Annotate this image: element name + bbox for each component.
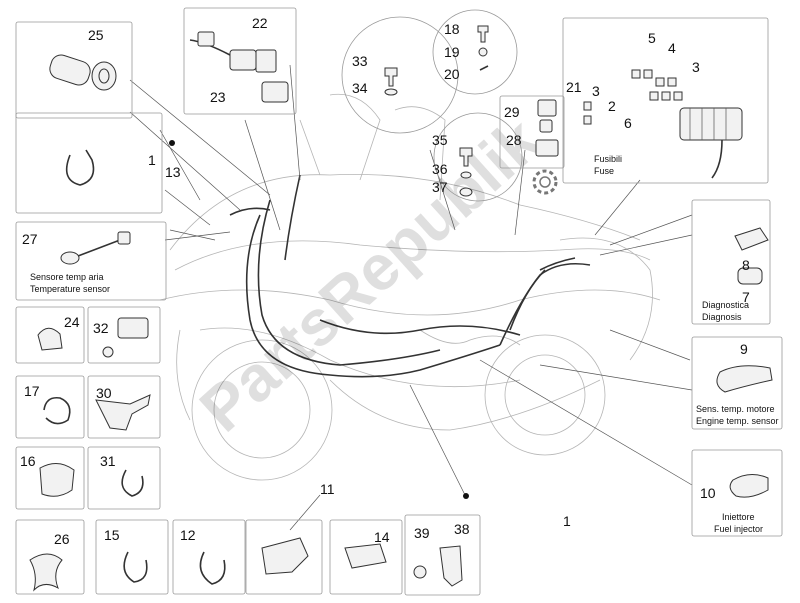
fuse-box-part	[583, 69, 743, 179]
part-number-29: 29	[504, 104, 520, 120]
part-number-27: 27	[22, 231, 38, 247]
clip-15-part	[123, 551, 148, 583]
part-number-14: 14	[374, 529, 390, 545]
part-number-33: 33	[352, 53, 368, 69]
washer-19-part	[478, 47, 488, 57]
part-number-23: 23	[210, 89, 226, 105]
diagnosis-caption-it: Diagnostica	[702, 300, 749, 310]
clip-31-part	[121, 469, 144, 497]
holder-11-part	[261, 537, 309, 575]
part-number-17: 17	[24, 383, 40, 399]
bracket-38-part	[439, 545, 463, 587]
relay-part	[261, 81, 289, 103]
part-number-13: 13	[165, 164, 181, 180]
part-number-labels: 25 22 23 1 13 27 33 34 18 19 20 35 36 37…	[20, 15, 750, 547]
engine-temp-caption-en: Engine temp. sensor	[696, 416, 779, 426]
injector-part	[729, 474, 769, 498]
air-temp-sensor-part	[60, 231, 131, 265]
part-number-19: 19	[444, 44, 460, 60]
grommet-39-part	[413, 565, 427, 579]
part-number-3a: 3	[592, 83, 600, 99]
part-number-39: 39	[414, 525, 430, 541]
frames	[15, 7, 783, 596]
clamp-24-part	[37, 327, 63, 351]
connector-part	[189, 31, 277, 73]
bullet-dot	[463, 493, 469, 499]
grommet-32-part	[102, 346, 114, 358]
part-number-9: 9	[740, 341, 748, 357]
screw-35-part	[459, 147, 473, 167]
bullet-dot	[169, 140, 175, 146]
part-number-18: 18	[444, 21, 460, 37]
part-number-38: 38	[454, 521, 470, 537]
scooter-outline	[159, 93, 661, 481]
holder-14-part	[344, 543, 387, 569]
part-number-8: 8	[742, 257, 750, 273]
part-number-2: 2	[608, 98, 616, 114]
part-number-32: 32	[93, 320, 109, 336]
air-temp-caption-it: Sensore temp aria	[30, 272, 104, 282]
part-number-35: 35	[432, 132, 448, 148]
part-drawings	[29, 25, 773, 592]
part-number-1b: 1	[563, 513, 571, 529]
part-number-7: 7	[742, 289, 750, 305]
cap-8-part	[734, 227, 769, 251]
clip-13-part	[65, 149, 95, 186]
part-number-28: 28	[506, 132, 522, 148]
leader-lines	[129, 64, 693, 531]
ignition-switch-part	[49, 54, 117, 91]
part-captions: Sensore temp aria Temperature sensor Fus…	[30, 154, 779, 534]
part-number-6: 6	[624, 115, 632, 131]
part-number-24: 24	[64, 314, 80, 330]
part-number-11: 11	[320, 481, 335, 497]
fuses-caption-it: Fusibili	[594, 154, 622, 164]
fuses-caption-en: Fuse	[594, 166, 614, 176]
screw-18-part	[477, 25, 489, 43]
bracket-30-part	[95, 394, 151, 431]
part-number-25: 25	[88, 27, 104, 43]
engine-temp-sensor-part	[716, 365, 773, 393]
part-number-3b: 3	[692, 59, 700, 75]
part-number-31: 31	[100, 453, 116, 469]
clamp-17-part	[43, 396, 71, 425]
relay-28-part	[539, 119, 553, 133]
diagnosis-caption-en: Diagnosis	[702, 312, 742, 322]
part-number-36: 36	[432, 161, 448, 177]
part-number-30: 30	[96, 385, 112, 401]
part-number-34: 34	[352, 80, 368, 96]
part-number-26: 26	[54, 531, 70, 547]
plate-32-part	[117, 317, 149, 339]
relay-28b-part	[535, 139, 559, 157]
part-number-10: 10	[700, 485, 716, 501]
wiring-harness	[229, 174, 591, 378]
clamp-16-part	[39, 463, 75, 497]
part-number-5: 5	[648, 30, 656, 46]
part-number-16: 16	[20, 453, 36, 469]
engine-temp-caption-it: Sens. temp. motore	[696, 404, 775, 414]
part-number-12: 12	[180, 527, 196, 543]
washer-36-part	[460, 171, 472, 179]
nut-37-part	[459, 187, 473, 197]
part-number-20: 20	[444, 66, 460, 82]
part-number-21: 21	[566, 79, 582, 95]
part-number-37: 37	[432, 179, 448, 195]
part-number-4: 4	[668, 40, 676, 56]
pin-20-part	[479, 65, 489, 71]
washer-34-part	[384, 88, 398, 96]
injector-caption-en: Fuel injector	[714, 524, 763, 534]
part-number-1: 1	[148, 152, 156, 168]
air-temp-caption-en: Temperature sensor	[30, 284, 110, 294]
part-number-22: 22	[252, 15, 268, 31]
relay-29-part	[537, 99, 557, 117]
screw-33-part	[384, 67, 398, 87]
injector-caption-it: Iniettore	[722, 512, 755, 522]
clip-12-part	[199, 551, 226, 585]
cap-7-part	[737, 267, 763, 285]
tie-26-part	[29, 553, 63, 592]
gear-icon	[532, 169, 558, 195]
part-number-15: 15	[104, 527, 120, 543]
watermark: PartsRepublik	[186, 104, 554, 446]
